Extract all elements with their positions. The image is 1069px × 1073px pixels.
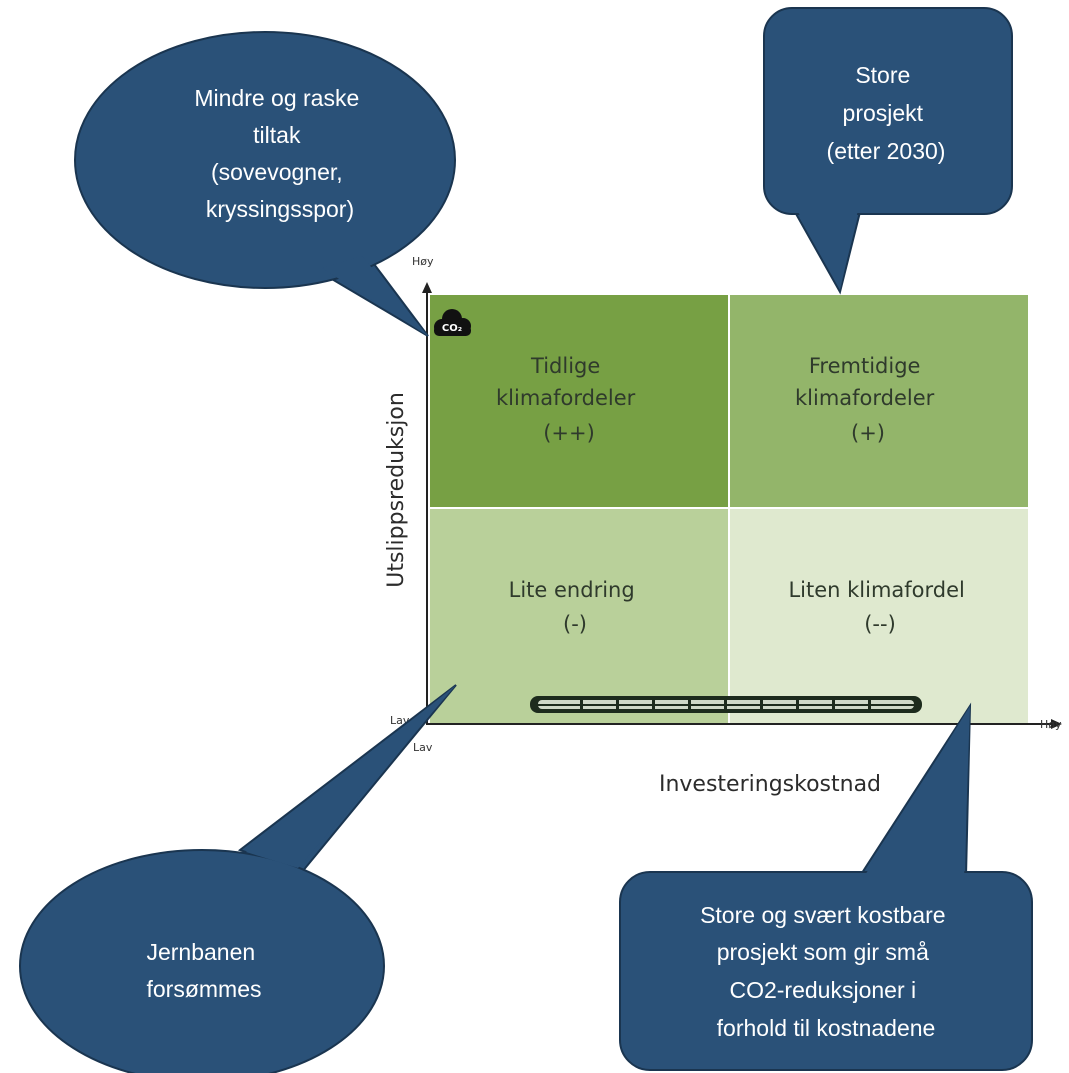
callout-quick-measures: Mindre og raske tiltak (sovevogner, krys… — [74, 31, 456, 337]
svg-text:Store prosjekt (et: Store prosjekt (etter 2030) — [827, 62, 946, 164]
quadrant-future-benefits — [730, 295, 1028, 507]
train-icon — [530, 696, 922, 713]
y-axis-title: Utslippsreduksjon — [384, 392, 409, 588]
svg-text:Jernbanen forsømmes: Jernbanen forsømmes — [146, 939, 261, 1002]
quadrant-small-benefit — [730, 509, 1028, 723]
quadrant-little-change-label: Lite endring (-) — [509, 578, 642, 636]
x-axis-low-label: Lav — [413, 741, 433, 754]
x-axis-high-label: Høy — [1040, 718, 1062, 731]
svg-text:Mindre og raske tiltak: Mindre og raske tiltak (sovevogner, krys… — [194, 85, 365, 222]
quadrant-little-change — [430, 509, 728, 723]
x-axis-title: Investeringskostnad — [659, 772, 881, 797]
quadrant-small-benefit-label: Liten klimafordel (--) — [788, 578, 971, 636]
y-axis — [422, 282, 432, 724]
quadrant-early-benefits-label: Tidlige klimafordeler (++) — [496, 354, 642, 445]
y-axis-high-label: Høy — [412, 255, 434, 268]
x-axis — [426, 719, 1062, 729]
quadrant-future-benefits-label: Fremtidige klimafordeler (+) — [795, 354, 941, 445]
svg-text:Store og svært kostbare: Store og svært kostbare prosjekt som gir… — [700, 902, 952, 1041]
callout-railway-neglected: Jernbanen forsømmes — [19, 684, 457, 1073]
co2-cloud-icon: CO₂ — [434, 309, 471, 336]
co2-label: CO₂ — [442, 323, 462, 334]
quadrant-early-benefits — [430, 295, 728, 507]
callout-large-projects: Store prosjekt (etter 2030) — [763, 7, 1013, 295]
callout-expensive-projects: Store og svært kostbare prosjekt som gir… — [619, 702, 1033, 1071]
